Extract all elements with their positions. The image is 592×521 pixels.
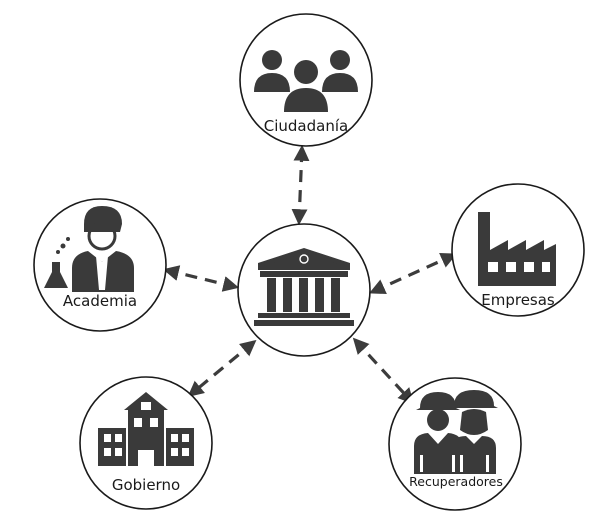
bank-building-icon: [254, 248, 354, 326]
node-academia: Academia: [33, 198, 167, 332]
people-group-icon: [254, 50, 358, 112]
node-label-gobierno: Gobierno: [112, 476, 180, 494]
connector-empresas: [369, 252, 457, 295]
factory-icon: [478, 212, 556, 286]
connector-recuperadores: [352, 337, 415, 405]
connector-ciudadania: [291, 144, 310, 226]
school-building-icon: [98, 392, 194, 466]
node-recuperadores: Recuperadores: [388, 377, 522, 511]
node-ciudadania: Ciudadanía: [239, 13, 373, 147]
center-node: [237, 223, 371, 357]
node-label-ciudadania: Ciudadanía: [264, 117, 348, 135]
scientist-icon: [44, 206, 134, 292]
node-label-empresas: Empresas: [481, 291, 555, 309]
node-label-recuperadores: Recuperadores: [409, 474, 503, 489]
workers-helmet-icon: [414, 390, 498, 474]
connector-gobierno: [187, 339, 257, 398]
node-label-academia: Academia: [63, 292, 137, 310]
connector-academia: [162, 265, 240, 292]
node-gobierno: Gobierno: [79, 376, 213, 510]
node-empresas: Empresas: [451, 183, 585, 317]
